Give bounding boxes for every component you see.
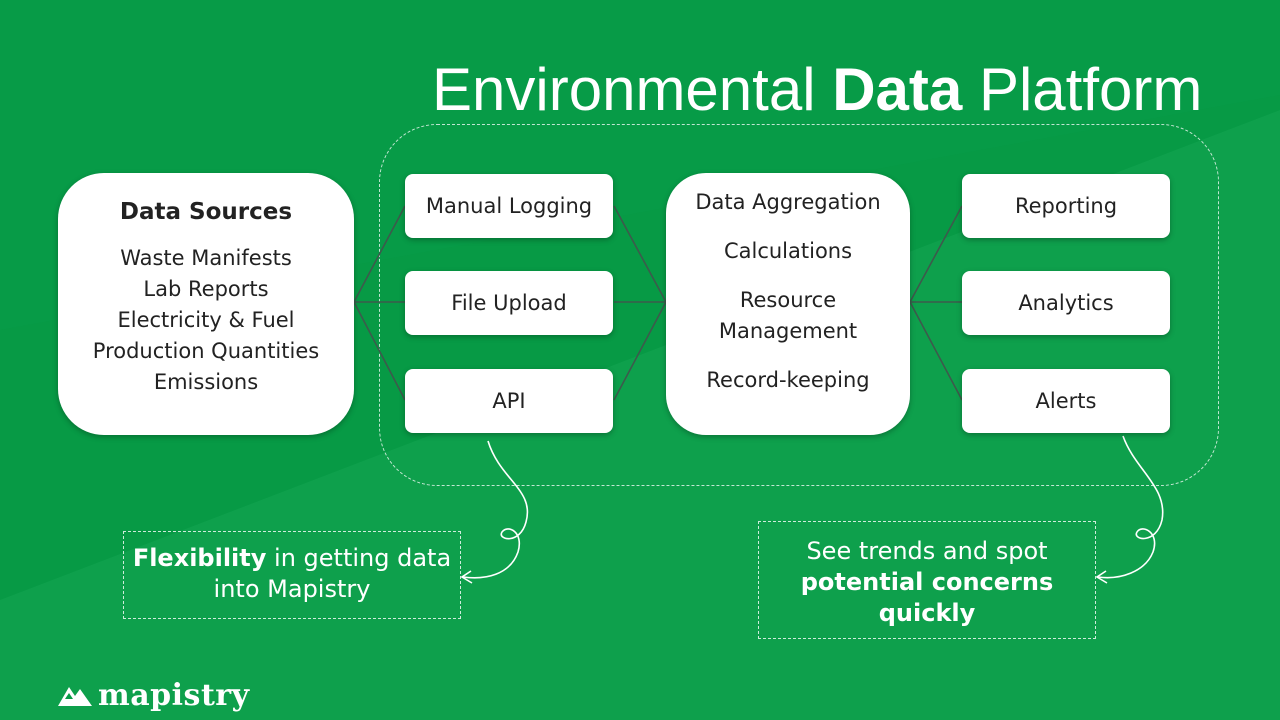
input-file-upload: File Upload	[405, 271, 613, 335]
data-sources-heading: Data Sources	[119, 199, 293, 225]
input-manual-logging: Manual Logging	[405, 174, 613, 238]
note-right-bold-2: quickly	[878, 599, 976, 627]
source-item: Lab Reports	[143, 277, 269, 301]
note-right-text-1: See trends and spot	[806, 537, 1048, 565]
processing-item: Resource	[739, 288, 837, 312]
source-item: Electricity & Fuel	[117, 308, 295, 332]
processing-item: Management	[718, 319, 858, 343]
data-sources-card: Data Sources Waste Manifests Lab Reports…	[58, 173, 354, 435]
processing-item: Record-keeping	[706, 368, 870, 392]
note-left-text-1: in getting data	[274, 544, 452, 572]
output-analytics: Analytics	[962, 271, 1170, 335]
arrowhead-right	[1095, 570, 1108, 584]
source-item: Waste Manifests	[120, 246, 292, 270]
input-label: Manual Logging	[425, 194, 593, 218]
output-reporting: Reporting	[962, 174, 1170, 238]
source-item: Emissions	[153, 370, 259, 394]
arrowhead-left	[460, 570, 473, 584]
input-label: File Upload	[451, 291, 567, 315]
title-word-bold: Data	[832, 56, 963, 123]
source-item: Production Quantities	[92, 339, 320, 363]
output-label: Alerts	[1035, 389, 1097, 413]
page-title: Environmental Data Platform	[432, 52, 1202, 128]
processing-card: Data Aggregation Calculations Resource M…	[666, 173, 910, 435]
input-label: API	[492, 389, 526, 413]
note-trends: See trends and spot potential concerns q…	[758, 521, 1096, 639]
output-label: Analytics	[1018, 291, 1114, 315]
connector-sources-manual	[353, 205, 406, 303]
note-left-text-2: into Mapistry	[213, 575, 371, 603]
connector-sources-api	[353, 301, 406, 401]
mapistry-logo: mapistry	[58, 676, 250, 714]
logo-text: mapistry	[98, 677, 250, 713]
note-left-bold: Flexibility	[132, 544, 267, 572]
connector-agg-reporting	[909, 205, 963, 303]
mountain-logo-icon	[58, 687, 92, 706]
note-right-bold-1: potential concerns	[800, 568, 1054, 596]
curly-arrow-right	[1097, 435, 1164, 579]
connector-agg-alerts	[909, 301, 963, 401]
connector-api-agg	[613, 301, 667, 401]
output-alerts: Alerts	[962, 369, 1170, 433]
processing-item: Calculations	[723, 239, 853, 263]
connector-manual-agg	[613, 205, 667, 303]
platform-boundary	[379, 124, 1219, 486]
curly-arrow-left	[462, 440, 529, 579]
title-word-2: Platform	[978, 56, 1203, 123]
output-label: Reporting	[1014, 194, 1118, 218]
input-api: API	[405, 369, 613, 433]
processing-item: Data Aggregation	[695, 190, 881, 214]
note-flexibility: Flexibility in getting data into Mapistr…	[123, 531, 461, 619]
title-word-1: Environmental	[432, 56, 816, 123]
